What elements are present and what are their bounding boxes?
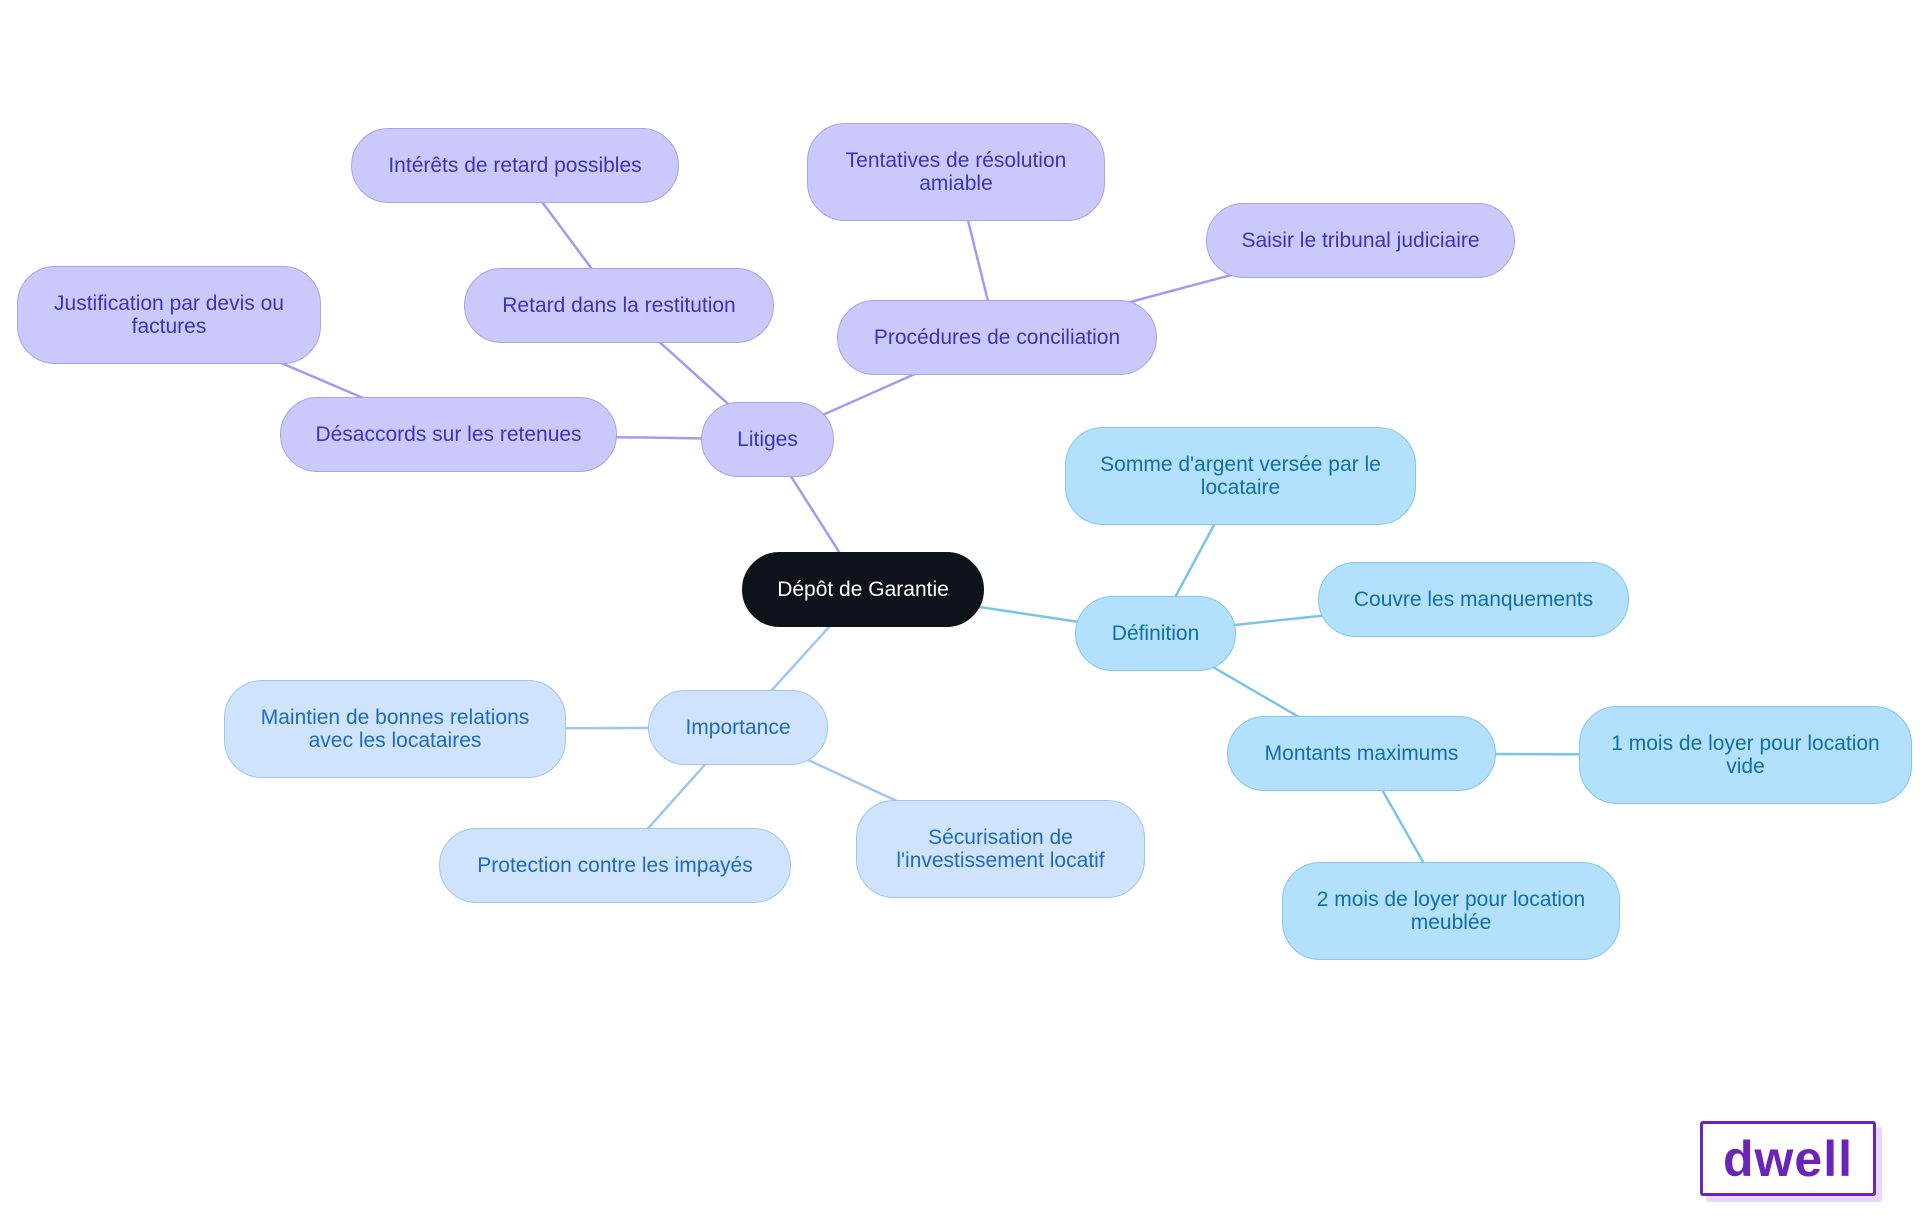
node-interets-retard[interactable]: Intérêts de retard possibles: [351, 128, 679, 203]
node-maintien-relations[interactable]: Maintien de bonnes relations avec les lo…: [224, 680, 566, 778]
node-securisation-investissement[interactable]: Sécurisation de l'investissement locatif: [856, 800, 1145, 898]
node-justification-devis[interactable]: Justification par devis ou factures: [17, 266, 321, 364]
node-saisir-tribunal[interactable]: Saisir le tribunal judiciaire: [1206, 203, 1515, 278]
node-importance[interactable]: Importance: [648, 690, 828, 765]
node-montants-maximums[interactable]: Montants maximums: [1227, 716, 1496, 791]
node-2-mois-loyer[interactable]: 2 mois de loyer pour location meublée: [1282, 862, 1620, 960]
node-couvre-manquements[interactable]: Couvre les manquements: [1318, 562, 1629, 637]
node-protection-impayes[interactable]: Protection contre les impayés: [439, 828, 791, 903]
dwell-logo: dwell: [1700, 1121, 1876, 1196]
node-desaccords-retenues[interactable]: Désaccords sur les retenues: [280, 397, 617, 472]
node-retard-restitution[interactable]: Retard dans la restitution: [464, 268, 774, 343]
node-tentatives-resolution[interactable]: Tentatives de résolution amiable: [807, 123, 1105, 221]
node-1-mois-loyer[interactable]: 1 mois de loyer pour location vide: [1579, 706, 1912, 804]
node-litiges[interactable]: Litiges: [701, 402, 834, 477]
node-somme-argent[interactable]: Somme d'argent versée par le locataire: [1065, 427, 1416, 525]
node-definition[interactable]: Définition: [1075, 596, 1236, 671]
node-procedures-conciliation[interactable]: Procédures de conciliation: [837, 300, 1157, 375]
node-depot-de-garantie[interactable]: Dépôt de Garantie: [742, 552, 984, 627]
